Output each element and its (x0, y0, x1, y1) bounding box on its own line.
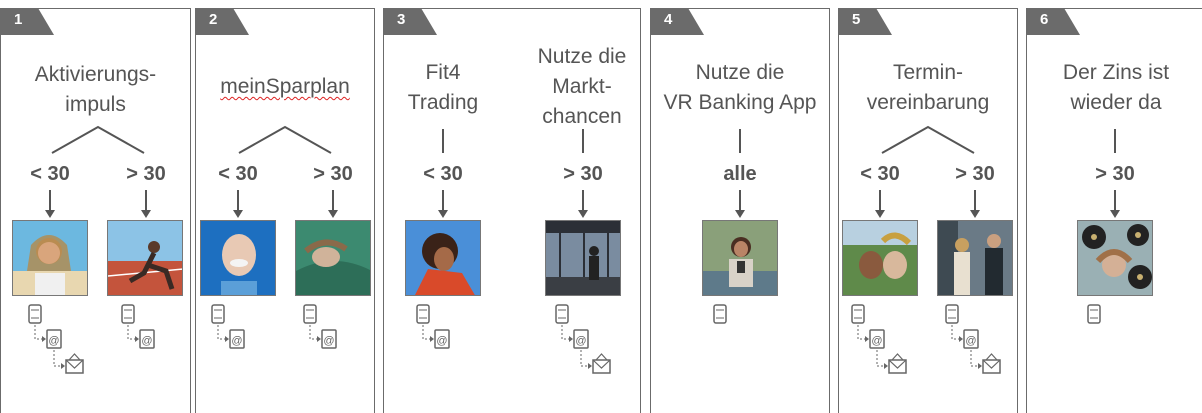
panel-3b-title: Nutze die Markt- chancen (537, 45, 627, 128)
step-tab-3: 3 (383, 8, 437, 35)
branch-connector (1110, 129, 1120, 218)
threshold-label: > 30 (313, 163, 353, 185)
person-photo (107, 220, 183, 296)
mail-envelope-icon (65, 353, 84, 374)
step-tab-6: 6 (1026, 8, 1080, 35)
person-photo (937, 220, 1013, 296)
svg-text:@: @ (871, 335, 882, 347)
svg-text:@: @ (48, 335, 59, 347)
person-photo (545, 220, 621, 296)
person-photo (12, 220, 88, 296)
step-number: 6 (1040, 11, 1049, 28)
panel-5: 5 (838, 8, 1018, 413)
mail-envelope-icon (592, 353, 611, 374)
channel-sequence: @ (303, 304, 337, 349)
step-tab-5: 5 (838, 8, 892, 35)
step-number: 2 (209, 11, 218, 28)
svg-text:@: @ (231, 335, 242, 347)
phone-icon (121, 304, 135, 324)
panel-5-title: Termin- vereinbarung (866, 61, 990, 114)
step-tab-1: 1 (0, 8, 54, 35)
at-email-icon: @ (321, 329, 337, 349)
threshold-label: < 30 (30, 163, 70, 185)
channel-sequence: @ (211, 304, 245, 349)
at-email-icon: @ (869, 329, 885, 349)
svg-text:@: @ (965, 335, 976, 347)
step-tab-2: 2 (195, 8, 249, 35)
threshold-label: > 30 (126, 163, 166, 185)
phone-icon (1087, 304, 1101, 324)
step-number: 4 (664, 11, 673, 28)
phone-icon (945, 304, 959, 324)
threshold-label: < 30 (218, 163, 258, 185)
mail-envelope-icon (888, 353, 907, 374)
panel-3: 3 (383, 8, 641, 413)
person-photo (1077, 220, 1153, 296)
threshold-label: alle (723, 163, 757, 185)
step-number: 5 (852, 11, 861, 28)
panel-3a-title: Fit4 Trading (407, 61, 479, 114)
phone-icon (713, 304, 727, 324)
person-photo (702, 220, 778, 296)
threshold-label: < 30 (860, 163, 900, 185)
person-photo (200, 220, 276, 296)
channel-sequence (1087, 304, 1101, 324)
person-photo (295, 220, 371, 296)
phone-icon (555, 304, 569, 324)
panel-4: 4 (650, 8, 830, 413)
channel-sequence (713, 304, 727, 324)
channel-sequence: @ (945, 304, 1001, 374)
at-email-icon: @ (229, 329, 245, 349)
threshold-label: > 30 (955, 163, 995, 185)
at-email-icon: @ (46, 329, 62, 349)
phone-icon (303, 304, 317, 324)
at-email-icon: @ (434, 329, 450, 349)
panel-1: 1 (0, 8, 191, 413)
svg-text:@: @ (323, 335, 334, 347)
channel-sequence: @ (555, 304, 611, 374)
at-email-icon: @ (573, 329, 589, 349)
panel-6-title: Der Zins ist wieder da (1062, 61, 1170, 114)
channel-sequence: @ (121, 304, 155, 349)
person-photo (405, 220, 481, 296)
panel-2-title: meinSparplan (220, 75, 350, 98)
branch-connector (438, 129, 588, 218)
threshold-label: < 30 (423, 163, 463, 185)
step-number: 1 (14, 11, 23, 28)
at-email-icon: @ (139, 329, 155, 349)
mail-envelope-icon (982, 353, 1001, 374)
panel-2: 2 (195, 8, 375, 413)
panel-1-title: Aktivierungs- impuls (34, 63, 157, 116)
phone-icon (851, 304, 865, 324)
svg-text:@: @ (141, 335, 152, 347)
step-tab-4: 4 (650, 8, 704, 35)
branch-connector (233, 125, 338, 218)
branch-connector (735, 129, 745, 218)
at-email-icon: @ (963, 329, 979, 349)
panel-4-title: Nutze die VR Banking App (663, 61, 817, 114)
step-number: 3 (397, 11, 406, 28)
phone-icon (28, 304, 42, 324)
person-photo (842, 220, 918, 296)
svg-text:@: @ (436, 335, 447, 347)
branch-connector (45, 125, 151, 218)
svg-text:@: @ (575, 335, 586, 347)
threshold-label: > 30 (1095, 163, 1135, 185)
phone-icon (416, 304, 430, 324)
branch-connector (875, 125, 980, 218)
threshold-label: > 30 (563, 163, 603, 185)
channel-sequence: @ (851, 304, 907, 374)
channel-sequence: @ (28, 304, 84, 374)
channel-sequence: @ (416, 304, 450, 349)
phone-icon (211, 304, 225, 324)
